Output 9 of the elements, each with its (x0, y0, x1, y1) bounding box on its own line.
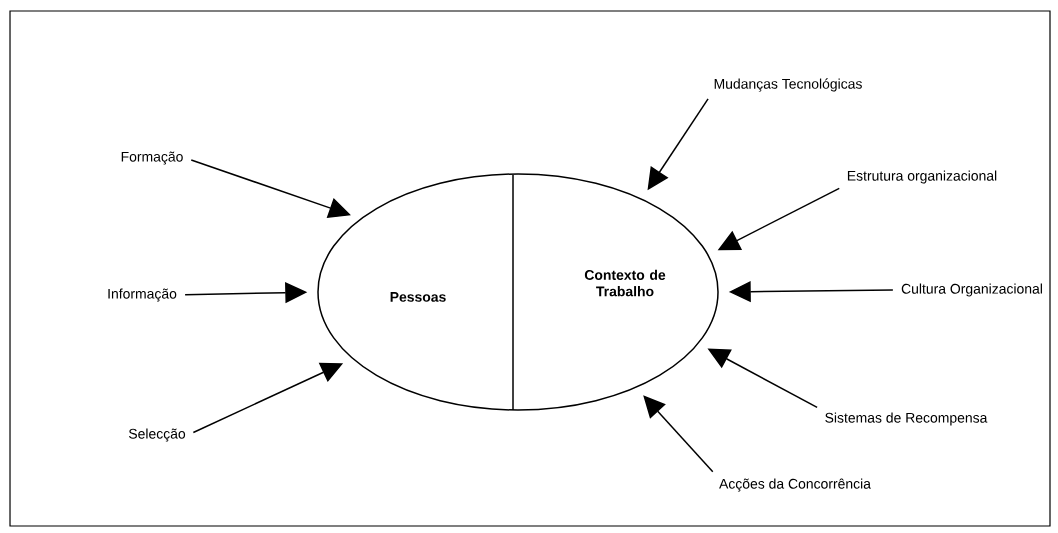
label-text: Acções da Concorrência (719, 478, 871, 492)
label-text: Mudanças Tecnológicas (714, 78, 862, 92)
label-text: Cultura Organizacional (901, 283, 1042, 297)
label-text: Selecção (128, 428, 186, 442)
label-text: Sistemas de Recompensa (825, 412, 988, 426)
arrow (643, 395, 714, 473)
label-text: Estrutura organizacional (847, 170, 997, 184)
label-text: Formação (121, 151, 183, 165)
label-text: Informação (108, 288, 177, 302)
